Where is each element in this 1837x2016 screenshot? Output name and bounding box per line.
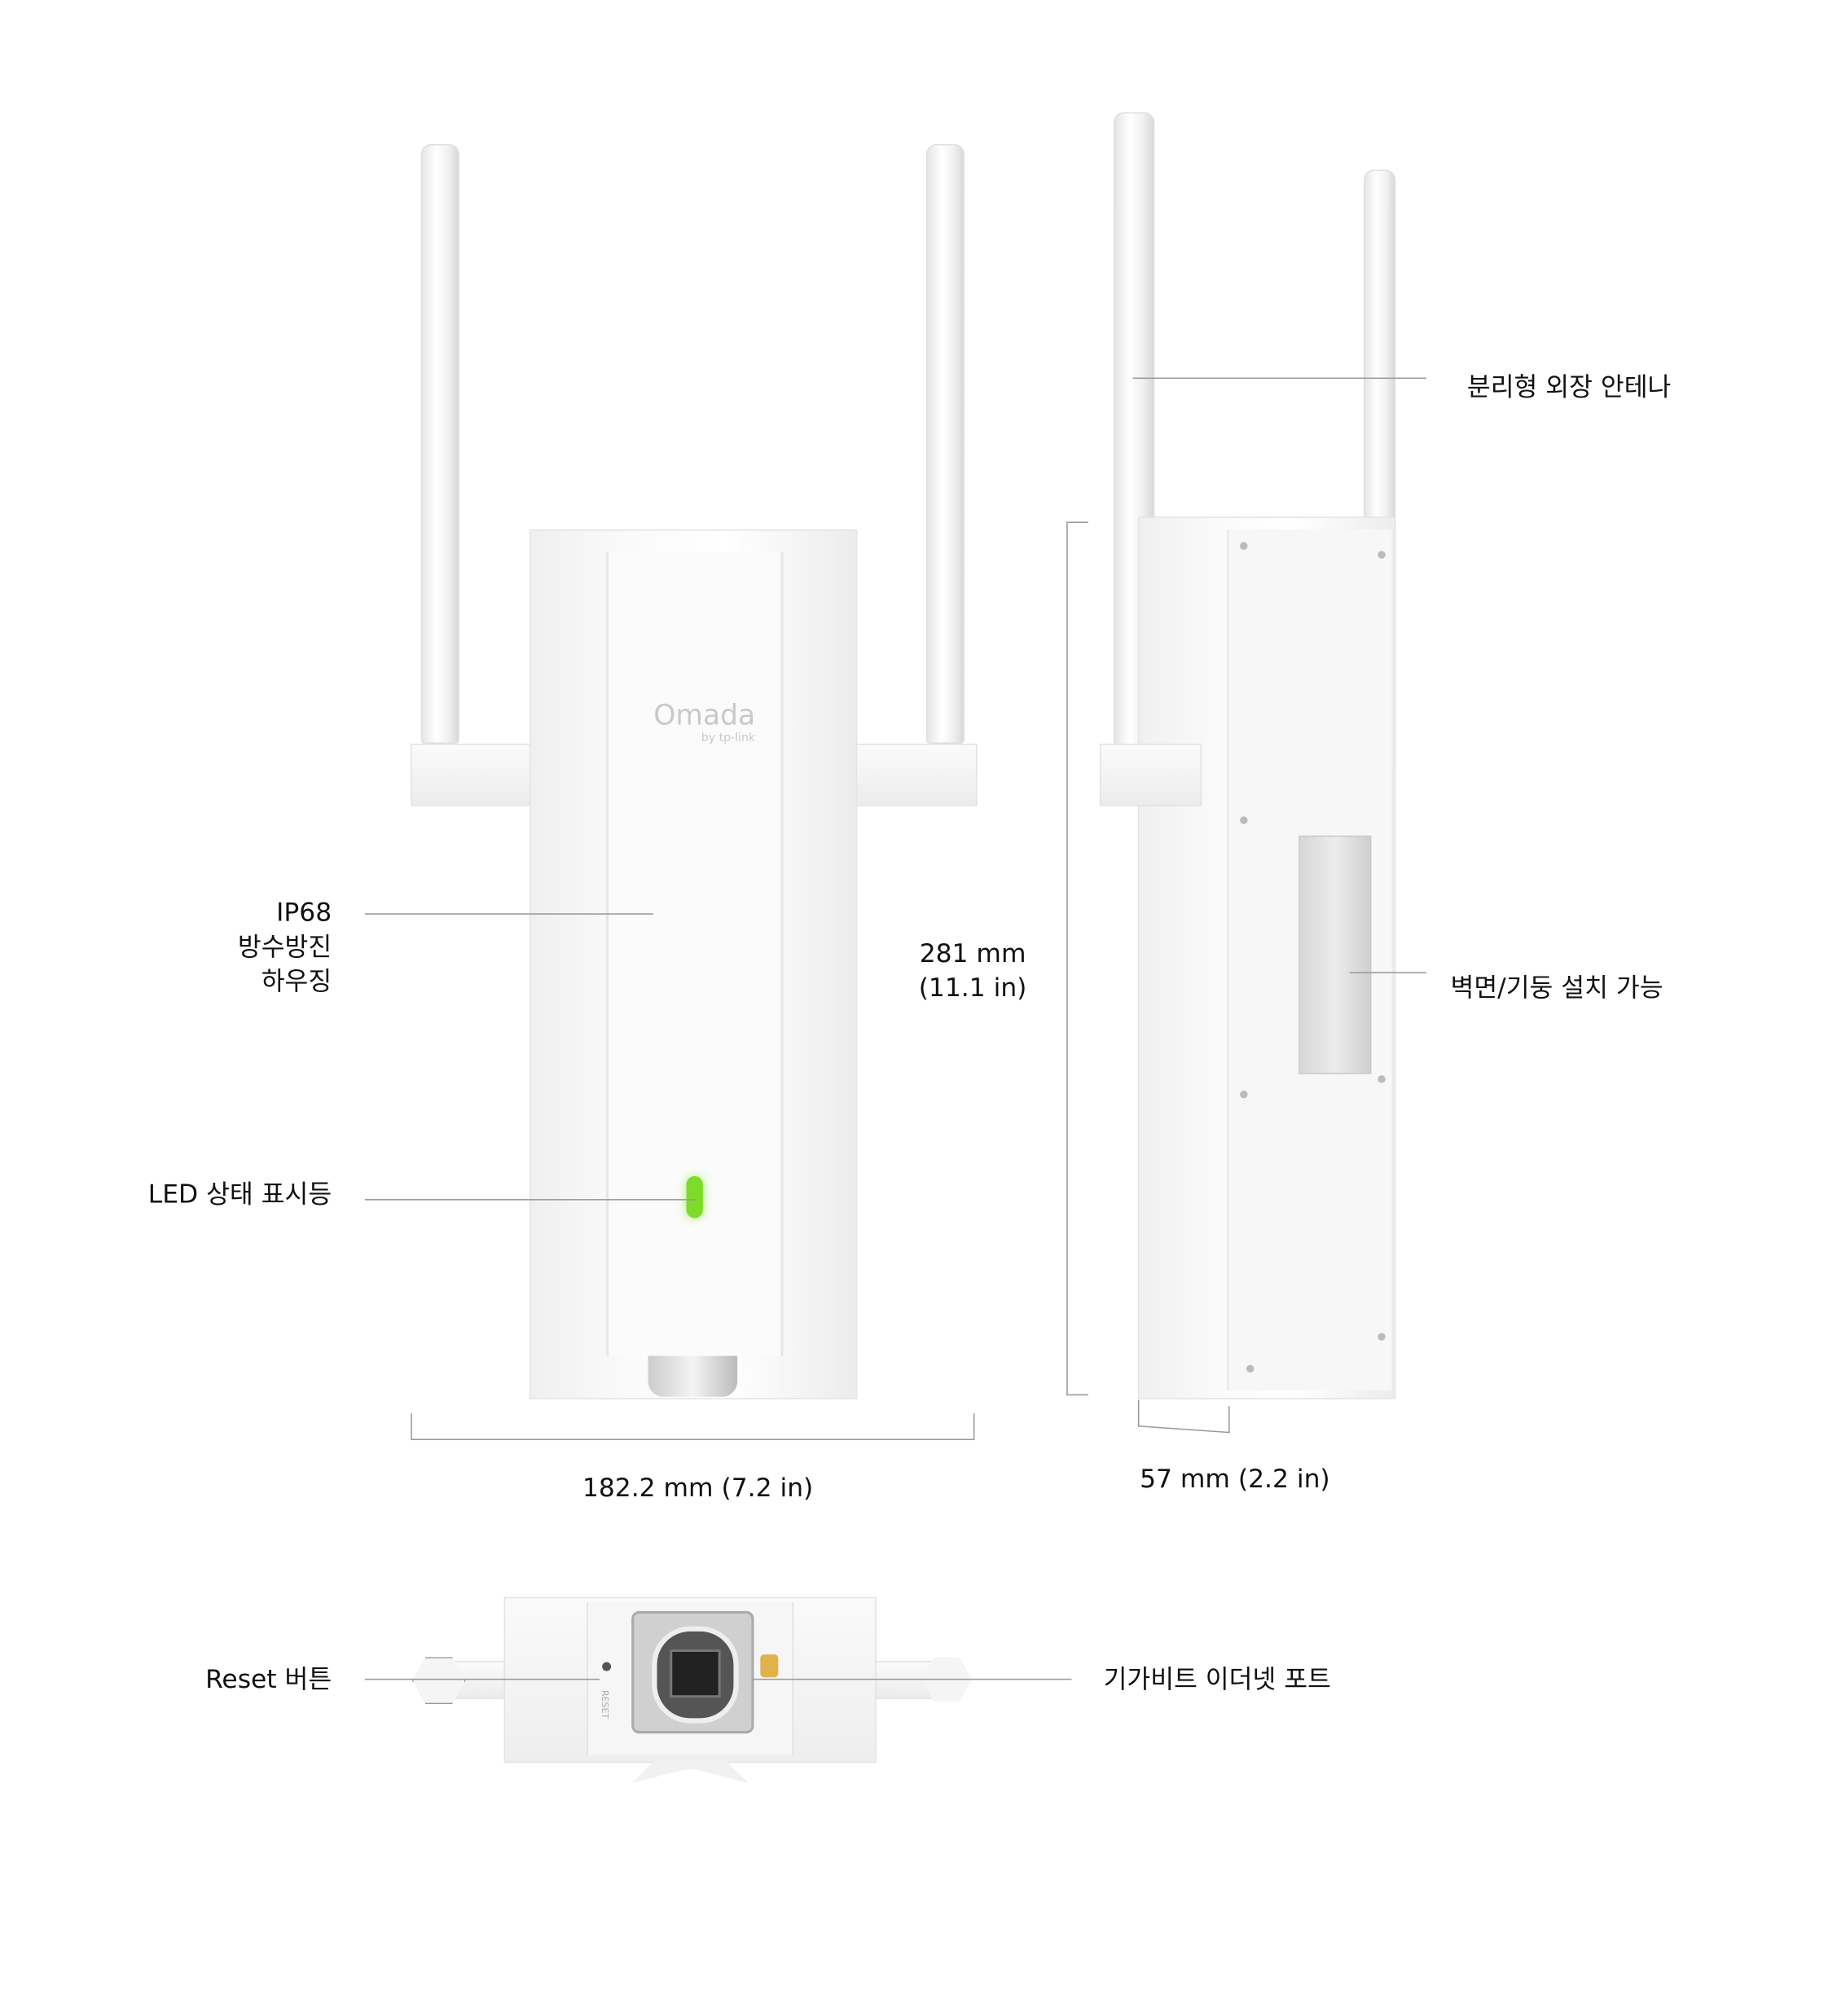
rj45-jack xyxy=(670,1649,721,1698)
left-antenna-hinge xyxy=(411,743,534,806)
ethernet-callout-line xyxy=(752,1678,1072,1680)
reset-button xyxy=(602,1662,612,1671)
left-antenna xyxy=(420,143,459,744)
led-callout-line xyxy=(364,1199,696,1201)
depth-dimension: 57 mm (2.2 in) xyxy=(1140,1463,1330,1494)
housing-callout-line xyxy=(364,913,653,915)
reset-callout-label: Reset 버튼 xyxy=(205,1663,332,1694)
screw xyxy=(1240,816,1248,824)
right-antenna xyxy=(925,143,965,744)
front-center-panel xyxy=(605,552,784,1356)
mount-callout-line xyxy=(1349,972,1426,973)
screw xyxy=(1240,1090,1248,1099)
width-bracket xyxy=(411,1413,975,1441)
mount-foot xyxy=(631,1760,749,1784)
screw xyxy=(1378,551,1386,559)
led-callout-label: LED 상태 표시등 xyxy=(147,1178,332,1210)
ethernet-port xyxy=(631,1610,754,1734)
height-bracket xyxy=(1066,521,1088,1396)
omada-logo: Omada by tp-link xyxy=(653,700,756,745)
side-antenna-hinge xyxy=(1099,743,1202,806)
ground-screw xyxy=(760,1654,779,1678)
reset-callout-line xyxy=(364,1678,600,1680)
ethernet-callout-label: 기가비트 이더넷 포트 xyxy=(1103,1663,1331,1694)
led-indicator xyxy=(686,1175,703,1219)
depth-bracket xyxy=(1137,1399,1230,1434)
screw xyxy=(1246,1364,1255,1373)
screw xyxy=(1240,542,1248,550)
width-dimension: 182.2 mm (7.2 in) xyxy=(582,1472,814,1503)
antenna-callout-label: 분리형 외장 안테나 xyxy=(1466,371,1672,402)
bottom-connector xyxy=(648,1355,738,1397)
right-antenna-hinge xyxy=(855,743,978,806)
height-dimension: 281 mm (11.1 in) xyxy=(918,938,1027,1003)
screw xyxy=(1378,1333,1386,1341)
housing-callout-label: IP68 방수방진 하우징 xyxy=(237,896,332,997)
screw xyxy=(1378,1075,1386,1083)
antenna-callout-line xyxy=(1132,377,1426,380)
mount-callout-label: 벽면/기둥 설치 가능 xyxy=(1450,972,1663,1003)
mount-bracket xyxy=(1299,835,1372,1074)
reset-engraving: RESET xyxy=(600,1689,610,1720)
